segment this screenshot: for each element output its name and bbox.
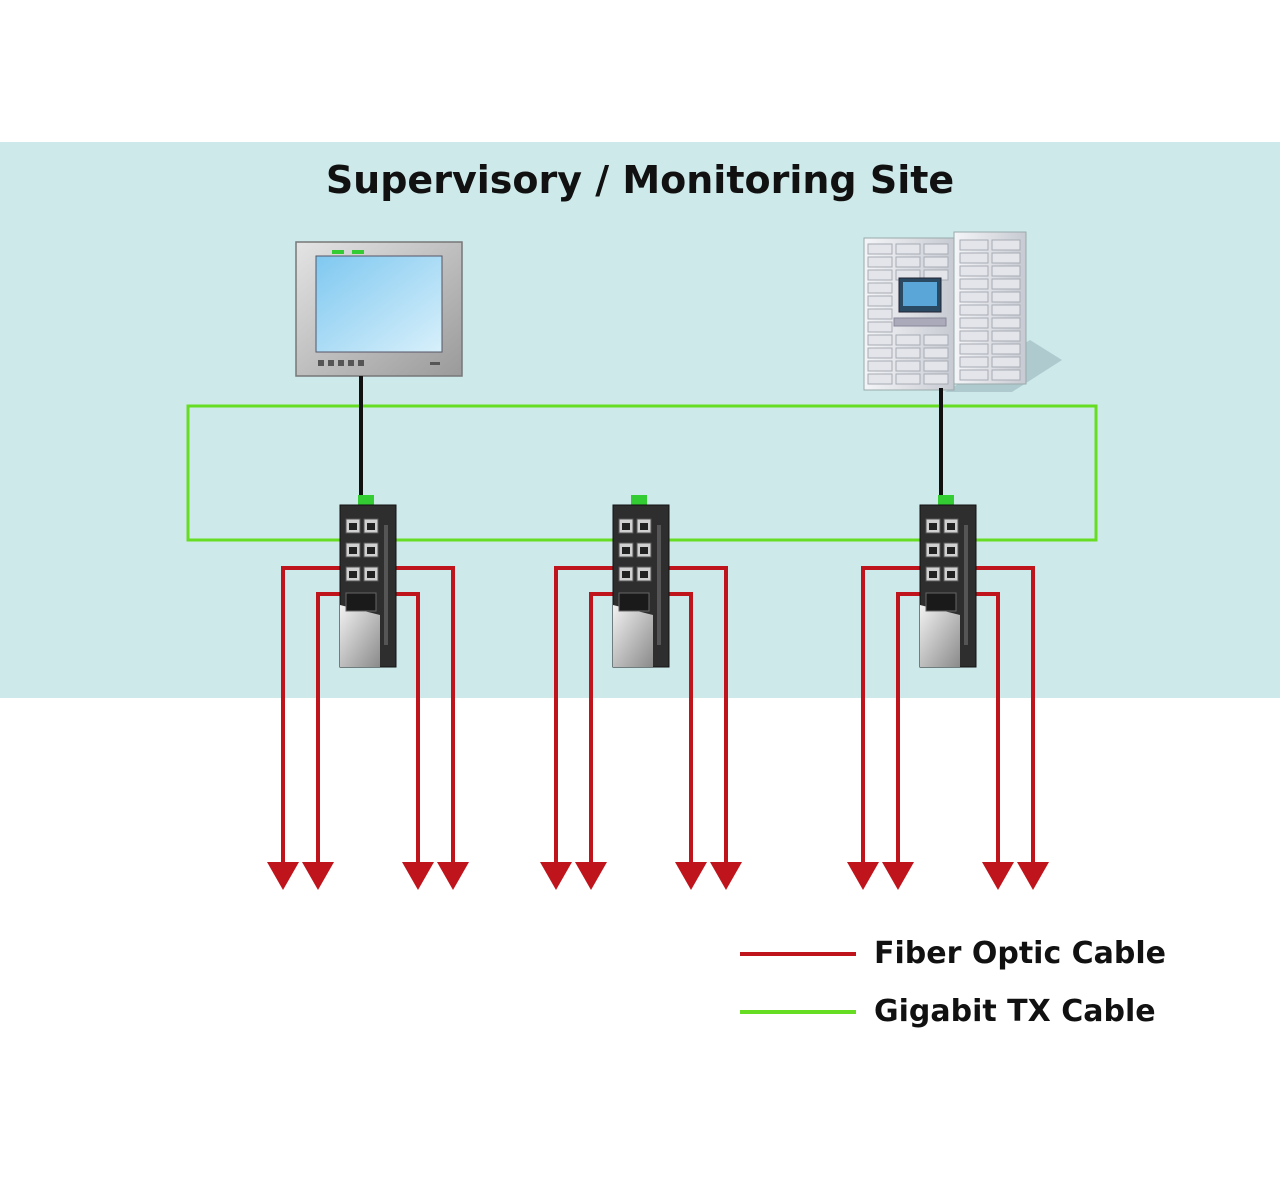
legend: Fiber Optic Cable Gigabit TX Cable	[740, 936, 1166, 1029]
fiber-cable	[968, 592, 1000, 870]
arrow-down-icon	[540, 862, 572, 890]
fiber-cable	[861, 566, 928, 870]
arrow-down-icon	[302, 862, 334, 890]
arrow-down-icon	[882, 862, 914, 890]
arrow-down-icon	[402, 862, 434, 890]
arrow-down-icon	[982, 862, 1014, 890]
legend-gigabit: Gigabit TX Cable	[740, 994, 1156, 1029]
switch-1	[339, 495, 397, 668]
fiber-cable	[388, 592, 420, 870]
arrow-down-icon	[847, 862, 879, 890]
fiber-cable	[316, 592, 348, 870]
arrow-down-icon	[1017, 862, 1049, 890]
site-title: Supervisory / Monitoring Site	[325, 158, 955, 202]
hmi-buttons	[318, 360, 440, 366]
legend-fiber: Fiber Optic Cable	[740, 936, 1166, 971]
arrow-down-icon	[437, 862, 469, 890]
fiber-cable	[896, 592, 928, 870]
fiber-cable	[281, 566, 348, 870]
switch-3	[919, 495, 977, 668]
fiber-cables	[267, 566, 1049, 890]
hmi-panel	[295, 241, 463, 377]
fiber-cable	[661, 592, 693, 870]
fiber-cable	[661, 566, 728, 870]
fiber-cable	[589, 592, 621, 870]
fiber-cable	[968, 566, 1035, 870]
switch-2	[612, 495, 670, 668]
switches	[339, 495, 977, 668]
legend-gigabit-label: Gigabit TX Cable	[874, 994, 1156, 1029]
server-rack	[863, 231, 1062, 392]
fiber-cable	[554, 566, 621, 870]
arrow-down-icon	[575, 862, 607, 890]
arrow-down-icon	[710, 862, 742, 890]
legend-fiber-label: Fiber Optic Cable	[874, 936, 1166, 971]
arrow-down-icon	[267, 862, 299, 890]
fiber-cable	[388, 566, 455, 870]
arrow-down-icon	[675, 862, 707, 890]
